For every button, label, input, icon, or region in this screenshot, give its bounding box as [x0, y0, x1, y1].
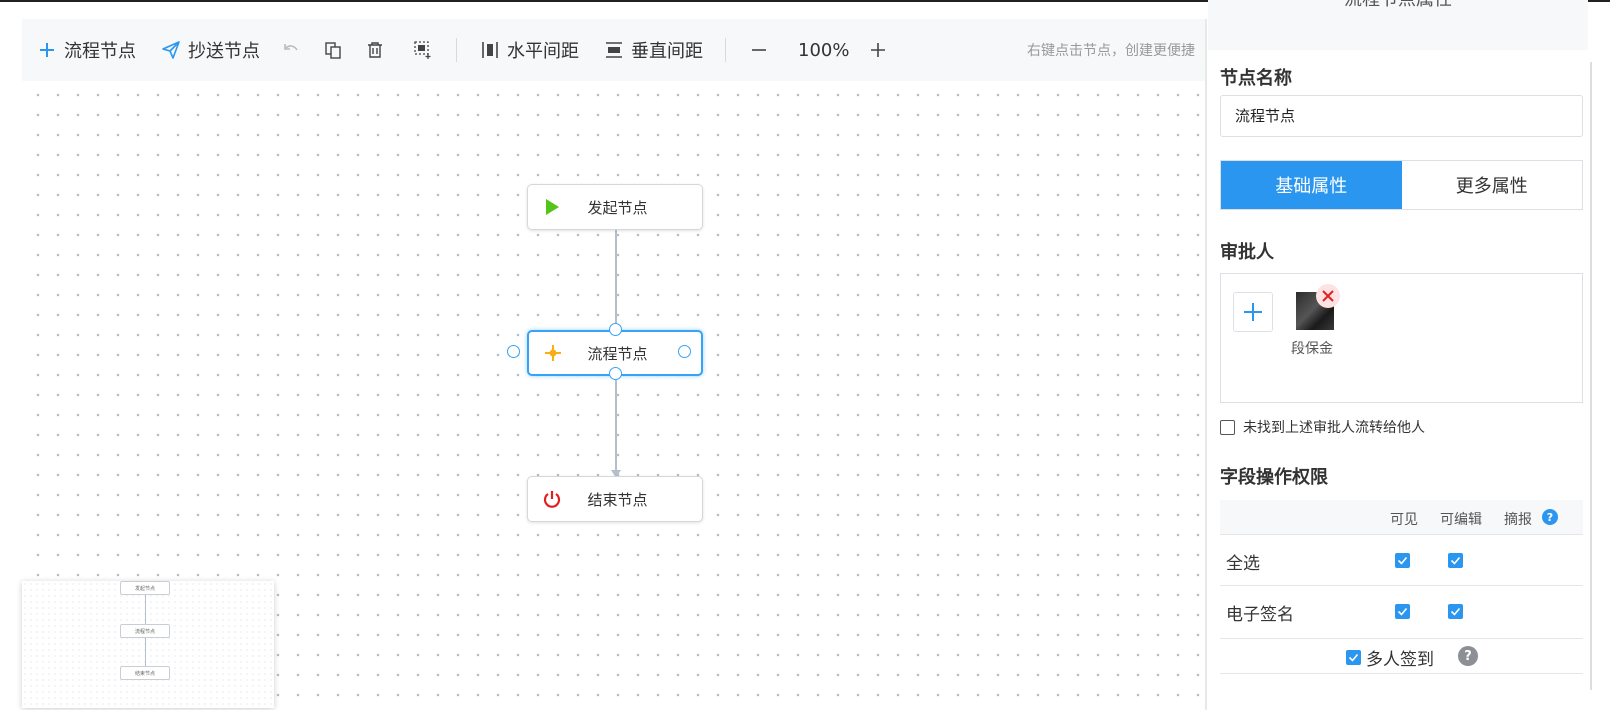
table-row: 电子签名 — [1220, 585, 1583, 636]
remove-approver-button[interactable] — [1316, 284, 1340, 308]
add-process-node-label: 流程节点 — [64, 41, 136, 62]
plus-icon — [36, 39, 58, 61]
connect-handle-right[interactable] — [678, 345, 691, 358]
connect-handle-left[interactable] — [507, 345, 520, 358]
toolbar: 流程节点 抄送节点 水平间距 垂直间距 — [22, 19, 1207, 81]
field-permission-table: 可见 可编辑 摘报 ? 全选 电子签名 — [1220, 500, 1583, 636]
play-icon — [541, 196, 563, 218]
zoom-level: 100% — [798, 39, 850, 61]
node-name-label: 节点名称 — [1220, 68, 1292, 89]
col-visible: 可见 — [1390, 512, 1418, 528]
row-label: 电子签名 — [1226, 605, 1294, 625]
power-icon — [541, 488, 563, 510]
close-icon — [1322, 290, 1334, 302]
visible-checkbox[interactable] — [1395, 553, 1410, 568]
flow-canvas[interactable]: 发起节点 流程节点 结束节点 — [22, 81, 1207, 710]
select-icon — [412, 39, 434, 61]
minimap-edge — [145, 595, 146, 624]
panel-scrollbar[interactable] — [1590, 62, 1592, 690]
add-process-node-button[interactable]: 流程节点 — [36, 19, 136, 81]
end-node-label: 结束节点 — [587, 490, 648, 509]
start-node-label: 发起节点 — [587, 198, 648, 217]
minimap[interactable]: 发起节点 流程节点 结束节点 — [22, 581, 274, 708]
select-area-button[interactable] — [412, 19, 440, 81]
end-node[interactable]: 结束节点 — [527, 476, 703, 522]
approver-box: 段保金 — [1220, 273, 1583, 403]
minimap-edge — [145, 638, 146, 666]
transfer-checkbox[interactable] — [1220, 419, 1235, 435]
approver-label: 审批人 — [1220, 242, 1274, 263]
editable-checkbox[interactable] — [1448, 604, 1463, 619]
editable-checkbox[interactable] — [1448, 553, 1463, 568]
property-tabs: 基础属性 更多属性 — [1220, 160, 1583, 210]
undo-button[interactable] — [280, 19, 308, 81]
minimap-process-node: 流程节点 — [120, 624, 170, 638]
edge-arrow — [611, 470, 621, 478]
toolbar-separator — [456, 38, 457, 62]
add-approver-button[interactable] — [1233, 292, 1273, 332]
vertical-spacing-button[interactable]: 垂直间距 — [603, 19, 703, 81]
vertical-spacing-icon — [603, 39, 625, 61]
permission-table-header: 可见 可编辑 摘报 ? — [1220, 500, 1583, 534]
copy-icon — [322, 39, 344, 61]
connect-handle-bottom[interactable] — [609, 367, 622, 380]
panel-header: 流程节点属性 — [1208, 0, 1588, 50]
field-permission-label: 字段操作权限 — [1220, 467, 1328, 488]
node-properties-panel: 流程节点属性 节点名称 流程节点 基础属性 更多属性 审批人 段保金 未找到上述… — [1208, 0, 1588, 710]
node-name-input[interactable]: 流程节点 — [1220, 95, 1583, 137]
horizontal-spacing-button[interactable]: 水平间距 — [479, 19, 579, 81]
copy-button[interactable] — [322, 19, 350, 81]
vertical-spacing-label: 垂直间距 — [631, 41, 703, 62]
transfer-option[interactable]: 未找到上述审批人流转给他人 — [1220, 417, 1425, 437]
transfer-label: 未找到上述审批人流转给他人 — [1243, 420, 1425, 436]
panel-title: 流程节点属性 — [1344, 0, 1452, 10]
delete-button[interactable] — [364, 19, 392, 81]
plus-icon — [1244, 303, 1262, 321]
help-icon[interactable]: ? — [1542, 509, 1558, 525]
multi-sign-label: 多人签到 — [1366, 650, 1434, 670]
window-top-border — [0, 0, 1610, 2]
table-row: 全选 — [1220, 534, 1583, 585]
tab-more[interactable]: 更多属性 — [1455, 176, 1528, 197]
toolbar-separator — [725, 38, 726, 62]
zoom-in-icon — [867, 39, 889, 61]
sun-icon — [542, 342, 564, 364]
zoom-in-button[interactable] — [867, 19, 895, 81]
minimap-end-node: 结束节点 — [120, 666, 170, 680]
process-node[interactable]: 流程节点 — [527, 330, 703, 376]
horizontal-spacing-label: 水平间距 — [507, 41, 579, 62]
help-icon[interactable]: ? — [1458, 646, 1478, 666]
zoom-out-icon — [748, 39, 770, 61]
col-editable: 可编辑 — [1440, 512, 1482, 528]
start-node[interactable]: 发起节点 — [527, 184, 703, 230]
multi-sign-row: 多人签到 ? — [1220, 638, 1583, 674]
process-node-label: 流程节点 — [587, 344, 648, 363]
toolbar-hint: 右键点击节点，创建更便捷 — [1027, 43, 1195, 59]
delete-icon — [364, 39, 386, 61]
panel-divider — [1205, 19, 1207, 710]
visible-checkbox[interactable] — [1395, 604, 1410, 619]
add-cc-node-button[interactable]: 抄送节点 — [160, 19, 260, 81]
col-digest: 摘报 — [1504, 512, 1532, 528]
minimap-start-node: 发起节点 — [120, 581, 170, 595]
horizontal-spacing-icon — [479, 39, 501, 61]
row-label: 全选 — [1226, 554, 1260, 574]
edge-start-to-process[interactable] — [615, 228, 617, 330]
zoom-out-button[interactable] — [748, 19, 776, 81]
edge-process-to-end[interactable] — [615, 375, 617, 471]
multi-sign-checkbox[interactable] — [1346, 650, 1361, 665]
send-icon — [160, 39, 182, 61]
connect-handle-top[interactable] — [609, 323, 622, 336]
undo-icon — [280, 39, 302, 61]
tab-basic[interactable]: 基础属性 — [1221, 161, 1402, 209]
add-cc-node-label: 抄送节点 — [188, 41, 260, 62]
approver-name: 段保金 — [1291, 341, 1333, 357]
